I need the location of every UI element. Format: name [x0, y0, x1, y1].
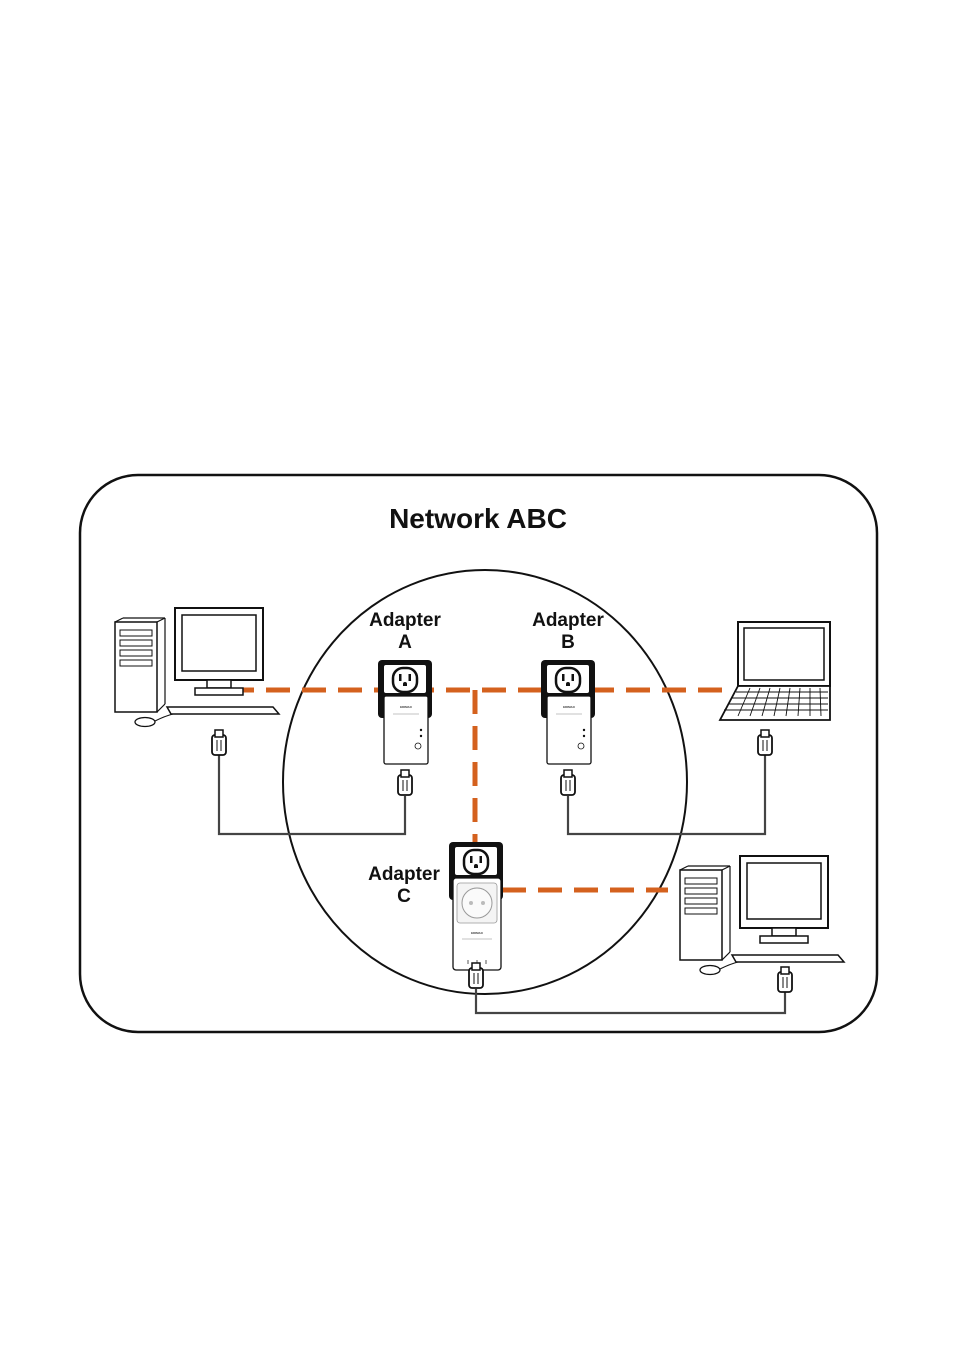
adapter-c: EDIMAX: [449, 842, 503, 970]
network-title: Network ABC: [389, 503, 567, 534]
adapter-a-brand: EDIMAX: [400, 705, 412, 709]
adapter-a-label-line1: Adapter: [369, 610, 441, 631]
adapter-b: EDIMAX: [541, 660, 595, 764]
adapter-b-brand: EDIMAX: [563, 705, 575, 709]
adapter-b-label-line1: Adapter: [532, 610, 604, 631]
adapter-c-label-line2: C: [397, 886, 411, 907]
adapter-c-label-line1: Adapter: [368, 864, 440, 885]
desktop-computer-icon-left: [115, 608, 279, 727]
adapter-a-label-line2: A: [398, 632, 412, 653]
adapter-c-brand: EDIMAX: [471, 931, 483, 935]
desktop-computer-icon-right: [680, 856, 844, 975]
adapter-b-label-line2: B: [561, 632, 575, 653]
adapter-a: EDIMAX: [378, 660, 432, 764]
